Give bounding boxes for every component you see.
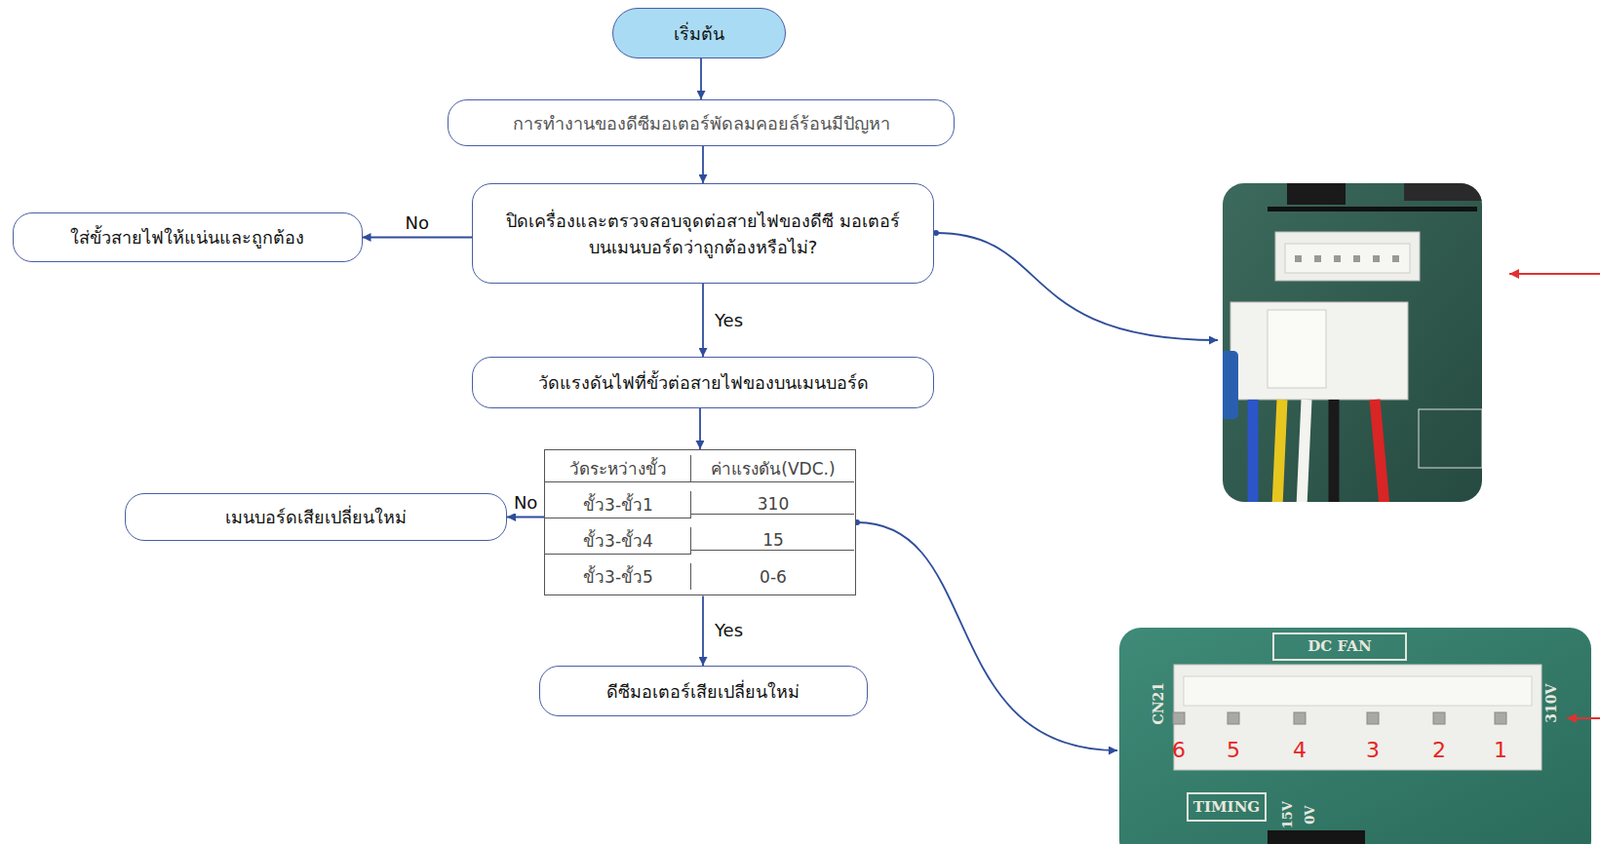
start-terminal: เริ่มต้น	[612, 7, 786, 59]
table-cell: ขั้ว3-ขั้ว5	[545, 563, 692, 590]
pin-number: 6	[1171, 739, 1186, 763]
process-box: วัดแรงดันไฟที่ขั้วต่อสายไฟของบนเมนบอร์ด	[471, 356, 935, 409]
table-cell: ค่าแรงดัน(VDC.)	[691, 455, 855, 483]
table-cell: ขั้ว3-ขั้ว1	[545, 491, 692, 519]
table-cell: 310	[691, 494, 855, 515]
node-text: เมนบอร์ดเสียเปลี่ยนใหม่	[225, 504, 407, 531]
pin-number: 2	[1432, 739, 1446, 763]
silkscreen-label: 15V	[1281, 801, 1295, 829]
table-cell: วัดระหว่างขั้ว	[545, 455, 692, 483]
table-cell: 0-6	[691, 567, 855, 587]
silkscreen-label: TIMING	[1193, 799, 1260, 817]
pin-number: 4	[1292, 739, 1307, 763]
flow-arrow	[700, 58, 703, 100]
table-cell: 15	[691, 530, 855, 551]
node-text: ดีซีมอเตอร์เสียเปลี่ยนใหม่	[606, 678, 800, 705]
node-text: วัดแรงดันไฟที่ขั้วต่อสายไฟของบนเมนบอร์ด	[538, 369, 869, 396]
pin-number: 3	[1365, 739, 1380, 763]
connector-photo	[1119, 627, 1592, 844]
action-box: ใส่ขั้วสายไฟให้แน่นและถูกต้อง	[12, 212, 363, 263]
flow-arrow	[702, 595, 704, 666]
flow-arrow	[507, 516, 545, 519]
silkscreen-label: CN21	[1151, 682, 1167, 725]
node-text: ใส่ขั้วสายไฟให้แน่นและถูกต้อง	[70, 224, 305, 251]
edge-label: Yes	[712, 310, 745, 332]
pin-number: 1	[1493, 739, 1508, 763]
flow-arrow	[362, 236, 473, 239]
node-text: การทำงานของดีซีมอเตอร์พัดลมคอยล์ร้อนมีปั…	[512, 110, 891, 137]
edge-label: Yes	[712, 620, 745, 642]
voltage-table: วัดระหว่างขั้วค่าแรงดัน(VDC.) ขั้ว3-ขั้ว1…	[544, 449, 856, 596]
table-cell: ขั้ว3-ขั้ว4	[545, 527, 692, 555]
edge-label: No	[511, 492, 540, 514]
silkscreen-label: 0V	[1304, 805, 1319, 824]
node-text: เริ่มต้น	[673, 20, 725, 47]
silkscreen-label: DC FAN	[1307, 638, 1371, 656]
board-photo	[1222, 183, 1483, 503]
process-box: การทำงานของดีซีมอเตอร์พัดลมคอยล์ร้อนมีปั…	[447, 99, 955, 147]
result-box: เมนบอร์ดเสียเปลี่ยนใหม่	[124, 493, 508, 542]
silkscreen-label: 310V	[1544, 684, 1560, 724]
node-text: ปิดเครื่องและตรวจสอบจุดต่อสายไฟของดีซี ม…	[472, 207, 934, 261]
result-box: ดีซีมอเตอร์เสียเปลี่ยนใหม่	[539, 665, 868, 717]
decision-box: ปิดเครื่องและตรวจสอบจุดต่อสายไฟของดีซี ม…	[471, 183, 935, 284]
edge-label: No	[403, 212, 431, 235]
pin-number: 5	[1226, 739, 1241, 763]
flow-arrow	[699, 408, 702, 450]
flow-arrow	[702, 146, 704, 184]
flow-arrow	[702, 283, 704, 357]
